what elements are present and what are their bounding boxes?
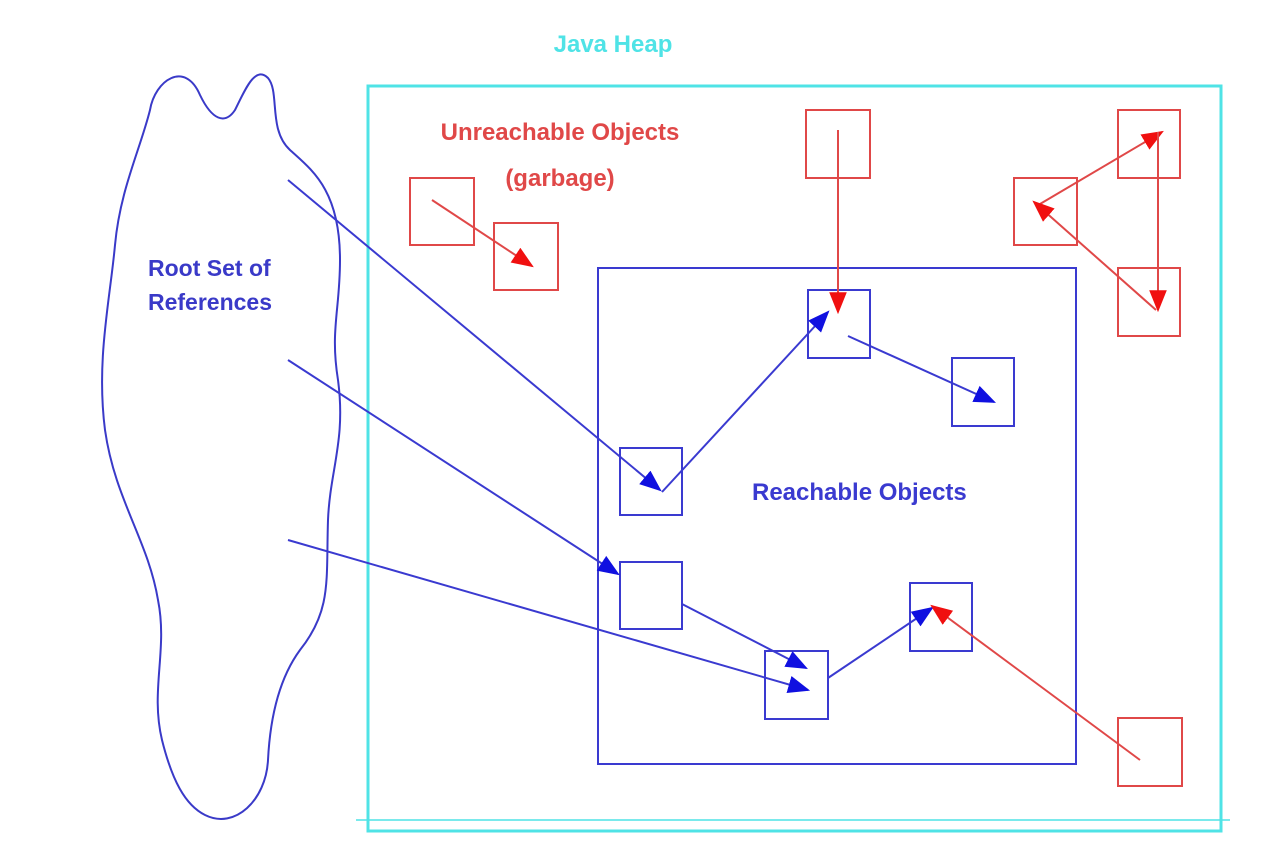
ref-garbage-1-to-2 <box>431 199 534 268</box>
reachable-object-c <box>951 357 1015 427</box>
root-references <box>287 179 811 693</box>
unreachable-references <box>431 130 1167 761</box>
root-set-blob <box>101 73 342 820</box>
unreachable-objects-label-line1: Unreachable Objects <box>441 119 680 146</box>
root-ref-to-object-a <box>287 179 662 492</box>
ref-cycle-5-to-4 <box>1039 130 1164 205</box>
reachable-object-e <box>764 650 829 720</box>
ref-e-to-f <box>827 606 934 679</box>
ref-d-to-e <box>681 603 808 670</box>
unreachable-object-7 <box>1117 717 1183 787</box>
reachable-object-f <box>909 582 973 652</box>
root-set-label-line2: References <box>148 289 272 315</box>
java-heap-boundary <box>366 84 1223 833</box>
java-heap-label: Java Heap <box>554 31 673 58</box>
unreachable-object-2 <box>493 222 559 291</box>
ref-cycle-6-to-5 <box>1032 200 1157 311</box>
root-ref-to-object-e <box>287 539 811 693</box>
ref-garbage-7-to-f <box>930 604 1141 761</box>
reachable-object-d <box>619 561 683 630</box>
unreachable-objects <box>409 109 1183 787</box>
unreachable-object-5 <box>1013 177 1078 246</box>
ref-b-to-c <box>847 335 997 403</box>
reachable-object-a <box>619 447 683 516</box>
unreachable-object-4 <box>1117 109 1181 179</box>
ref-a-to-b <box>661 310 830 493</box>
root-set-label-line1: Root Set of <box>148 255 271 281</box>
unreachable-object-6 <box>1117 267 1181 337</box>
root-ref-to-object-d <box>287 359 620 576</box>
unreachable-objects-label-line2: (garbage) <box>505 165 614 192</box>
unreachable-object-1 <box>409 177 475 246</box>
reachable-objects <box>619 289 1015 720</box>
reachable-references <box>661 310 997 679</box>
reachable-objects-label: Reachable Objects <box>752 479 967 506</box>
